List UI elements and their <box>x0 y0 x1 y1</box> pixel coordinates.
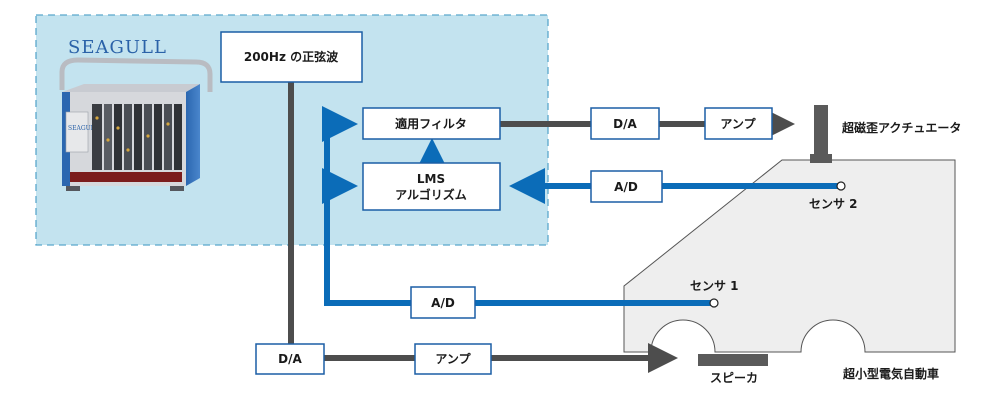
ad-lower-block <box>410 286 476 319</box>
sensor1-marker <box>709 298 719 308</box>
sensor2-label: センサ 2 <box>809 197 858 211</box>
speaker-label: スピーカ <box>710 371 758 385</box>
ad-upper-label: A/D <box>614 180 638 194</box>
sensor2-marker <box>836 181 846 191</box>
amp-bottom-block <box>414 343 492 375</box>
da-bottom-label: D/A <box>278 352 302 366</box>
actuator-base <box>810 154 832 163</box>
seagull-label: SEAGULL <box>68 37 167 58</box>
ad-lower-label: A/D <box>431 296 455 310</box>
amp-top-block <box>704 107 773 140</box>
lms-block <box>362 162 501 211</box>
adaptive-filter-block <box>362 107 501 140</box>
sine-source-label: 200Hz の正弦波 <box>244 49 339 64</box>
amp-top-label: アンプ <box>720 116 756 131</box>
seagull-device-image: SEAGULL <box>59 57 213 191</box>
amp-bottom-label: アンプ <box>435 351 471 366</box>
lms-label-line2: アルゴリズム <box>395 187 467 202</box>
device-logo-text: SEAGULL <box>68 125 99 132</box>
actuator-label: 超磁歪アクチュエータ <box>841 120 961 135</box>
ad-upper-block <box>590 170 663 203</box>
actuator-body <box>814 105 828 155</box>
adaptive-filter-label: 適用フィルタ <box>395 116 467 131</box>
da-top-block <box>590 107 660 140</box>
lms-label-line1: LMS <box>417 172 445 186</box>
da-bottom-block <box>255 343 325 375</box>
sine-source-block <box>220 31 363 83</box>
speaker-body <box>698 354 768 366</box>
da-top-label: D/A <box>613 117 637 131</box>
sensor1-label: センサ 1 <box>690 279 739 293</box>
vehicle-label: 超小型電気自動車 <box>842 366 939 381</box>
